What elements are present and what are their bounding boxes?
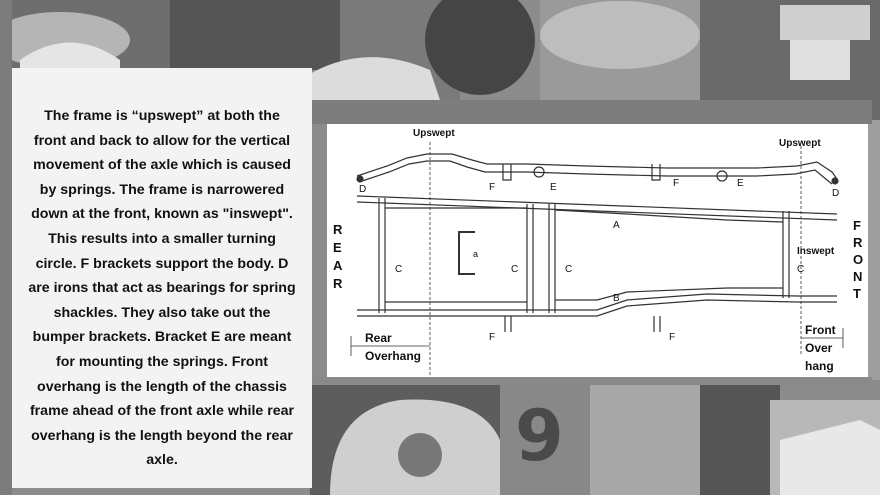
chassis-frame-drawing: Upswept Upswept Inswept R E A R F R O N …	[333, 128, 863, 377]
description-line: The frame is “upswept” at both the	[44, 108, 280, 124]
side-frame-rail	[356, 153, 838, 180]
upswept-left-label: Upswept	[413, 128, 455, 139]
description-line: are irons that act as bearings for sprin…	[28, 280, 296, 297]
description-line: shackles. They also take out the	[53, 304, 271, 321]
front-overhang-label: Front	[805, 323, 836, 337]
label-C: C	[511, 264, 518, 275]
label-C: C	[565, 264, 572, 275]
label-E: E	[737, 178, 744, 189]
description-line: by springs. The frame is narrowered	[39, 181, 285, 198]
description-line: axle.	[146, 452, 178, 469]
front-letter: T	[853, 286, 861, 301]
description-line: circle. F brackets support the body. D	[35, 255, 289, 272]
description-line: movement of the axle which is caused	[33, 157, 291, 174]
description-line: front and back to allow for the vertical	[33, 132, 291, 149]
label-F: F	[489, 182, 495, 193]
description-line: frame ahead of the front axle while rear	[29, 403, 295, 420]
label-C: C	[797, 264, 804, 275]
front-letter: R	[853, 235, 863, 250]
description-line: for mounting the springs. Front	[55, 353, 268, 370]
label-a: a	[473, 249, 478, 259]
upswept-right-label: Upswept	[779, 138, 821, 149]
label-F: F	[489, 332, 495, 343]
svg-text:9: 9	[515, 395, 564, 477]
rear-overhang-label: Overhang	[365, 349, 421, 363]
lower-frame-rail	[357, 293, 837, 311]
label-A: A	[613, 220, 620, 231]
label-E: E	[550, 182, 557, 193]
description-line: bumper brackets. Bracket E are meant	[32, 329, 292, 346]
chassis-frame-diagram: Upswept Upswept Inswept R E A R F R O N …	[327, 124, 868, 377]
front-letter: O	[853, 252, 863, 267]
label-C: C	[395, 264, 402, 275]
description-line: overhang is the length beyond the rear	[31, 427, 293, 444]
front-overhang-label: hang	[805, 359, 834, 373]
rear-letter: R	[333, 276, 343, 291]
inswept-label: Inswept	[797, 246, 835, 257]
rear-letter: R	[333, 222, 343, 237]
label-F: F	[673, 178, 679, 189]
front-letter: F	[853, 218, 861, 233]
front-letter: N	[853, 269, 862, 284]
label-D: D	[832, 188, 839, 199]
rear-overhang-label: Rear	[365, 331, 392, 345]
description-panel: The frame is “upswept” at both the front…	[12, 68, 312, 488]
side-frame-rail-lower	[358, 160, 833, 185]
label-F: F	[669, 332, 675, 343]
description-text: The frame is “upswept” at both the front…	[12, 104, 312, 473]
description-line: overhang is the length of the chassis	[37, 378, 287, 395]
label-B: B	[613, 293, 620, 304]
description-line: down at the front, known as "inswept".	[31, 206, 293, 223]
label-D: D	[359, 184, 366, 195]
description-line: This results into a smaller turning	[48, 230, 276, 247]
front-overhang-label: Over	[805, 341, 833, 355]
rear-letter: A	[333, 258, 343, 273]
rear-letter: E	[333, 240, 342, 255]
